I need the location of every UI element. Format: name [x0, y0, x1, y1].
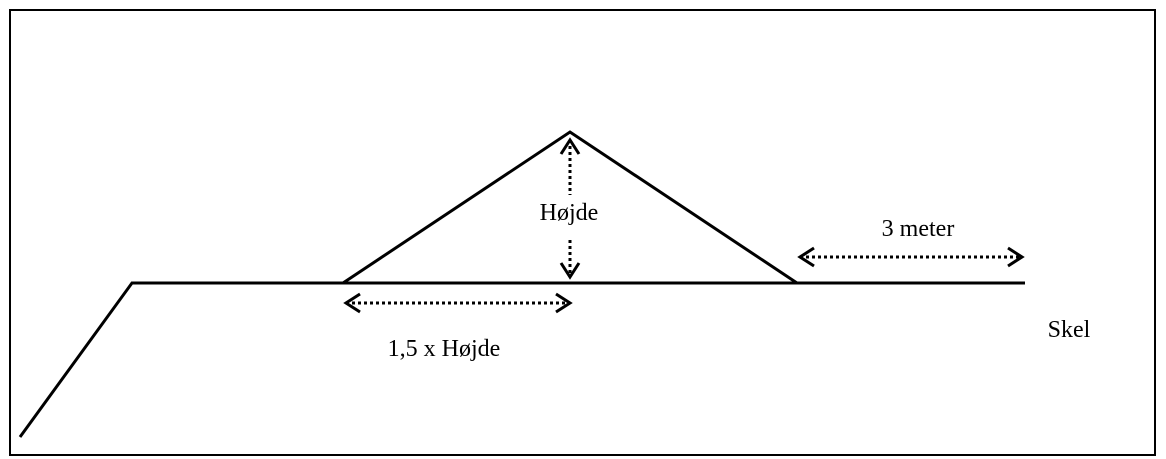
- height-label: Højde: [540, 200, 599, 226]
- arrowhead-left-icon: [343, 292, 361, 314]
- base-width-dimension-arrow: [343, 292, 573, 314]
- embankment-triangle: [342, 130, 798, 285]
- arrowhead-right-icon: [555, 292, 573, 314]
- height-dimension-arrow: [559, 137, 581, 280]
- ground-line: [18, 281, 1025, 438]
- arrowhead-right-icon: [1007, 246, 1025, 268]
- setback-label: 3 meter: [882, 216, 955, 242]
- boundary-label: Skel: [1048, 317, 1091, 343]
- base-width-label: 1,5 x Højde: [388, 336, 501, 362]
- arrowhead-left-icon: [797, 246, 815, 268]
- arrowhead-down-icon: [559, 262, 581, 280]
- setback-dimension-arrow: [797, 246, 1025, 268]
- diagram-frame: [9, 9, 1156, 456]
- arrowhead-up-icon: [559, 137, 581, 155]
